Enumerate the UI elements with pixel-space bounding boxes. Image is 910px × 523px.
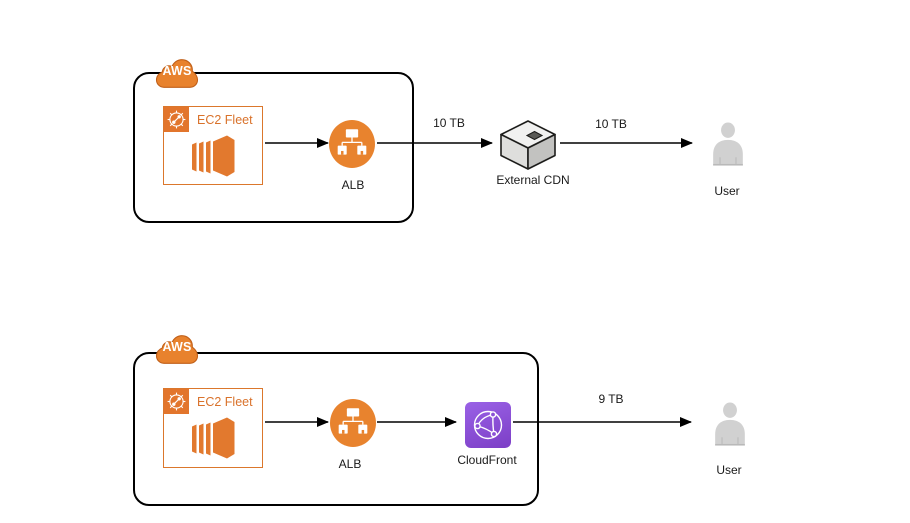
cloudfront-globe-icon — [473, 410, 503, 440]
aws-boundary-top — [133, 72, 414, 223]
aws-cloud-label-bottom: AWS — [162, 340, 192, 354]
user-icon-bottom — [715, 402, 745, 446]
load-balancer-icon — [337, 129, 367, 155]
flow-label-cdn-user: 10 TB — [595, 117, 627, 131]
user-label-bottom: User — [716, 463, 742, 477]
user-label-top: User — [714, 184, 740, 198]
alb-label-top: ALB — [341, 178, 365, 192]
cloud-shape-icon — [155, 335, 199, 364]
ec2-fleet-node-top: EC2 Fleet — [163, 106, 263, 185]
cloudfront-node — [465, 402, 511, 448]
aws-cloud-label: AWS — [162, 64, 192, 78]
ec2-fleet-label: EC2 Fleet — [197, 113, 253, 127]
alb-label-bottom: ALB — [338, 457, 362, 471]
ec2-badge-icon — [164, 107, 189, 132]
cloudfront-label: CloudFront — [457, 453, 517, 467]
aws-cloud-icon-bottom: AWS — [149, 333, 205, 366]
cloud-shape-icon — [155, 59, 199, 88]
ec2-instances-icon — [192, 417, 235, 459]
user-icon-top — [713, 122, 743, 166]
ec2-badge-icon — [164, 389, 189, 414]
alb-node-bottom — [330, 399, 376, 447]
ec2-instances-icon — [192, 135, 235, 177]
external-cdn-cube-icon — [500, 120, 556, 170]
aws-boundary-bottom — [133, 352, 539, 506]
external-cdn-label: External CDN — [496, 173, 570, 187]
flow-label-cloudfront-user: 9 TB — [598, 392, 624, 406]
ec2-fleet-label: EC2 Fleet — [197, 395, 253, 409]
alb-node-top — [329, 120, 375, 168]
ec2-fleet-node-bottom: EC2 Fleet — [163, 388, 263, 468]
load-balancer-icon — [338, 408, 368, 434]
aws-cloud-icon: AWS — [149, 57, 205, 90]
flow-label-alb-cdn: 10 TB — [433, 116, 465, 130]
